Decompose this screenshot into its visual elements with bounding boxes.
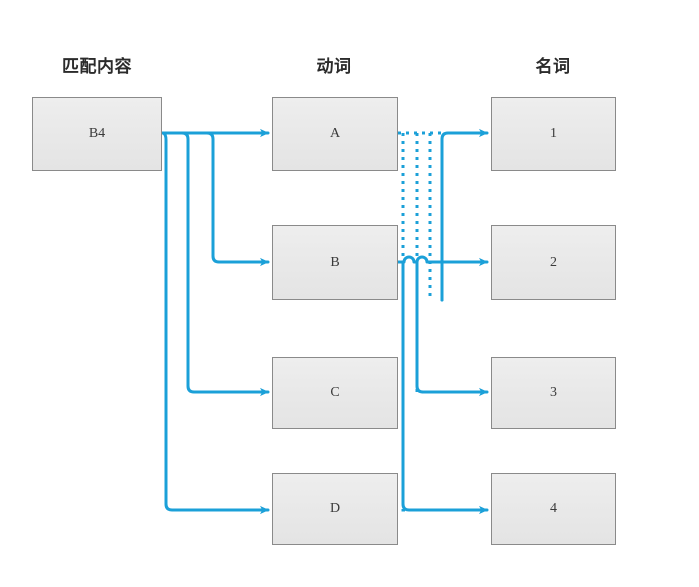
node-c[interactable]: C xyxy=(272,357,398,429)
column-header-noun: 名词 xyxy=(535,57,571,76)
node-b[interactable]: B xyxy=(272,225,398,300)
node-n1-label: 1 xyxy=(550,126,557,141)
column-header-verb: 动词 xyxy=(316,57,352,76)
column-header-match: 匹配内容 xyxy=(62,57,132,76)
node-b-label: B xyxy=(330,254,340,270)
node-n3[interactable]: 3 xyxy=(491,357,616,429)
node-d-label: D xyxy=(329,501,341,516)
node-n1[interactable]: 1 xyxy=(491,97,616,171)
node-n3-label: 3 xyxy=(550,385,557,400)
node-n4-label: 4 xyxy=(550,501,557,516)
node-b4-label: B4 xyxy=(88,126,106,141)
edge-solid-drop-n3 xyxy=(415,260,489,397)
node-b4[interactable]: B4 xyxy=(32,97,162,171)
edge-dotted-v1 xyxy=(401,133,487,512)
edge-solid-drop-n4 xyxy=(401,260,489,515)
node-a-label: A xyxy=(329,126,341,141)
node-a[interactable]: A xyxy=(272,97,398,171)
edge-riser-to-n1 xyxy=(440,128,489,302)
edge-b-to-n2 xyxy=(396,255,489,267)
edge-dotted-v2 xyxy=(415,133,487,394)
node-n2[interactable]: 2 xyxy=(491,225,616,300)
edge-b4-to-b xyxy=(160,131,270,267)
node-n2-label: 2 xyxy=(550,254,557,270)
edge-b4-to-c xyxy=(160,131,270,397)
node-n4[interactable]: 4 xyxy=(491,473,616,545)
node-c-label: C xyxy=(330,385,340,400)
edge-b4-to-d xyxy=(160,131,270,515)
node-d[interactable]: D xyxy=(272,473,398,545)
